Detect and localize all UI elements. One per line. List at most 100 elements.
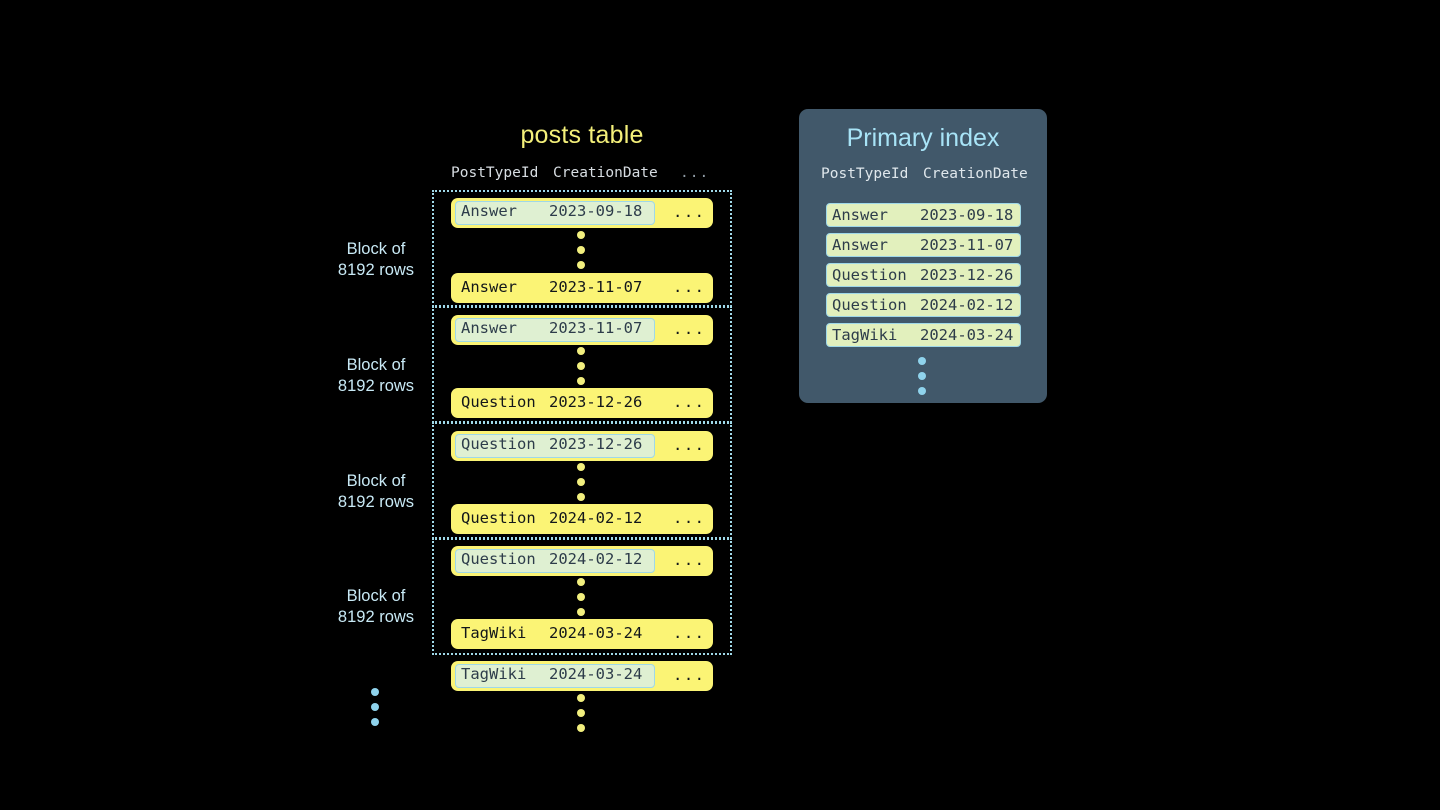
dot — [577, 478, 585, 486]
index-cell-posttypeid: TagWiki — [832, 326, 898, 344]
primary-index-panel: Primary index PostTypeId CreationDate An… — [799, 109, 1047, 403]
index-cell-posttypeid: Question — [832, 266, 907, 284]
index-match-highlight-box — [455, 201, 655, 225]
cell-creationdate: 2024-02-12 — [549, 550, 643, 568]
row-ellipsis-dots-3 — [577, 463, 587, 501]
table-row: Question 2023-12-26 ... — [451, 388, 713, 418]
block-label-4-line2: 8192 rows — [337, 608, 415, 626]
table-row: Question 2023-12-26 ... — [451, 431, 713, 461]
dot — [577, 246, 585, 254]
dot — [577, 694, 585, 702]
table-row: Answer 2023-11-07 ... — [451, 315, 713, 345]
table-row: TagWiki 2024-03-24 ... — [451, 619, 713, 649]
index-cell-posttypeid: Answer — [832, 236, 888, 254]
dot — [577, 593, 585, 601]
column-header-more: ... — [680, 165, 710, 181]
dot — [918, 372, 926, 380]
blocks-continue-dots — [371, 688, 381, 726]
index-match-highlight-box — [455, 318, 655, 342]
index-row: Answer 2023-11-07 — [826, 233, 1021, 257]
dot — [371, 688, 379, 696]
cell-creationdate: 2024-03-24 — [549, 665, 643, 683]
cell-creationdate: 2024-02-12 — [549, 509, 643, 527]
cell-posttypeid: Answer — [461, 278, 517, 296]
index-continues-dots — [918, 357, 928, 395]
index-cell-creationdate: 2023-11-07 — [920, 236, 1014, 254]
dot — [371, 718, 379, 726]
cell-creationdate: 2023-12-26 — [549, 393, 643, 411]
dot — [577, 608, 585, 616]
cell-more: ... — [673, 320, 706, 338]
primary-index-title: Primary index — [846, 124, 1000, 152]
cell-more: ... — [673, 203, 706, 221]
dot — [577, 377, 585, 385]
table-row: Answer 2023-09-18 ... — [451, 198, 713, 228]
cell-posttypeid: Question — [461, 509, 536, 527]
cell-more: ... — [673, 624, 706, 642]
cell-more: ... — [673, 393, 706, 411]
index-row: Question 2023-12-26 — [826, 263, 1021, 287]
dot — [918, 357, 926, 365]
cell-posttypeid: Answer — [461, 319, 517, 337]
row-ellipsis-dots-4 — [577, 578, 587, 616]
index-cell-posttypeid: Question — [832, 296, 907, 314]
index-cell-creationdate: 2023-12-26 — [920, 266, 1014, 284]
cell-posttypeid: Question — [461, 550, 536, 568]
index-match-highlight-box — [455, 434, 655, 458]
index-match-highlight-box — [455, 664, 655, 688]
table-row-trailing: TagWiki 2024-03-24 ... — [451, 661, 713, 691]
index-row: TagWiki 2024-03-24 — [826, 323, 1021, 347]
block-label-3: Block of 8192 rows — [316, 471, 436, 513]
index-cell-posttypeid: Answer — [832, 206, 888, 224]
index-cell-creationdate: 2023-09-18 — [920, 206, 1014, 224]
dot — [577, 724, 585, 732]
table-continues-dots — [577, 694, 587, 732]
index-match-highlight-box — [455, 549, 655, 573]
index-cell-creationdate: 2024-03-24 — [920, 326, 1014, 344]
index-cell-creationdate: 2024-02-12 — [920, 296, 1014, 314]
column-header-posttypeid: PostTypeId — [451, 165, 539, 181]
dot — [918, 387, 926, 395]
cell-creationdate: 2023-12-26 — [549, 435, 643, 453]
dot — [577, 261, 585, 269]
dot — [577, 347, 585, 355]
block-label-1: Block of 8192 rows — [316, 239, 436, 281]
cell-creationdate: 2023-09-18 — [549, 202, 643, 220]
row-ellipsis-dots-2 — [577, 347, 587, 385]
block-label-1-line1: Block of — [346, 240, 406, 258]
posts-table-title: posts table — [520, 121, 644, 149]
cell-creationdate: 2023-11-07 — [549, 319, 643, 337]
dot — [577, 463, 585, 471]
dot — [371, 703, 379, 711]
block-label-3-line1: Block of — [346, 472, 406, 490]
index-column-header-posttypeid: PostTypeId — [821, 166, 909, 182]
column-header-creationdate: CreationDate — [553, 165, 658, 181]
cell-creationdate: 2023-11-07 — [549, 278, 643, 296]
table-row: Question 2024-02-12 ... — [451, 546, 713, 576]
block-label-2: Block of 8192 rows — [316, 355, 436, 397]
index-row: Question 2024-02-12 — [826, 293, 1021, 317]
block-label-2-line1: Block of — [346, 356, 406, 374]
dot — [577, 578, 585, 586]
cell-more: ... — [673, 509, 706, 527]
block-label-1-line2: 8192 rows — [337, 261, 415, 279]
cell-posttypeid: TagWiki — [461, 624, 527, 642]
cell-posttypeid: Question — [461, 435, 536, 453]
dot — [577, 231, 585, 239]
table-row: Question 2024-02-12 ... — [451, 504, 713, 534]
cell-creationdate: 2024-03-24 — [549, 624, 643, 642]
cell-posttypeid: TagWiki — [461, 665, 527, 683]
block-label-2-line2: 8192 rows — [337, 377, 415, 395]
row-ellipsis-dots-1 — [577, 231, 587, 269]
block-label-4-line1: Block of — [346, 587, 406, 605]
block-label-4: Block of 8192 rows — [316, 586, 436, 628]
cell-posttypeid: Question — [461, 393, 536, 411]
block-label-3-line2: 8192 rows — [337, 493, 415, 511]
dot — [577, 493, 585, 501]
index-column-header-creationdate: CreationDate — [923, 166, 1028, 182]
cell-more: ... — [673, 436, 706, 454]
block-outline-4 — [432, 538, 732, 655]
dot — [577, 709, 585, 717]
cell-more: ... — [673, 551, 706, 569]
